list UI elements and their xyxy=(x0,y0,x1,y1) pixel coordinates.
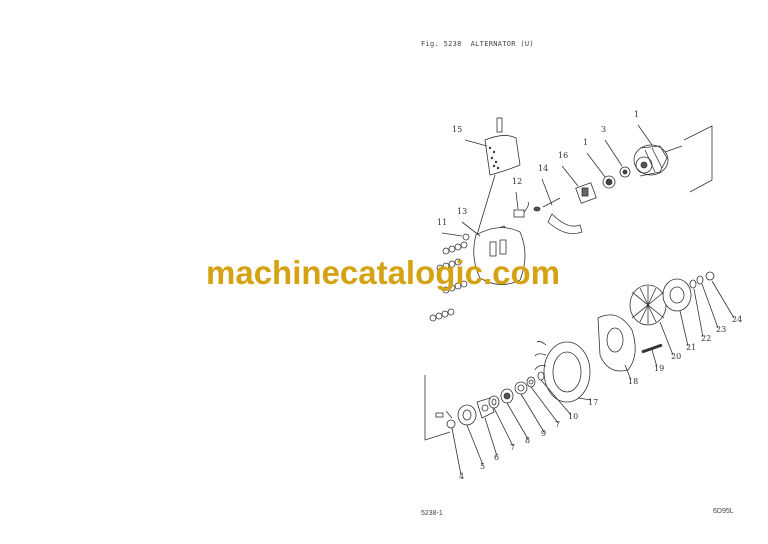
figure-title: Fig. 5238 ALTERNATOR (U) xyxy=(421,40,534,48)
model-code: 6D95L xyxy=(713,508,734,515)
callout-label: 6 xyxy=(494,453,500,462)
callout-label: 24 xyxy=(732,315,743,324)
bracket-line xyxy=(683,125,713,193)
callout-label: 21 xyxy=(686,343,697,352)
watermark-text: machinecatalogic.com xyxy=(206,254,560,291)
callout-label: 13 xyxy=(457,207,468,216)
callout-label: 4 xyxy=(459,472,465,481)
callout-label: 10 xyxy=(568,412,579,421)
callout-label: 22 xyxy=(701,334,712,343)
callout-label: 19 xyxy=(654,364,665,373)
page-code: 5238-1 xyxy=(421,510,443,517)
callout-label: 7 xyxy=(555,420,561,429)
callout-label: 17 xyxy=(588,398,599,407)
rotor-part xyxy=(633,144,683,177)
callout-label: 1 xyxy=(634,110,640,119)
callout-label: 20 xyxy=(671,352,682,361)
stator-part xyxy=(534,341,591,403)
callout-label: 8 xyxy=(525,436,531,445)
callout-label: 18 xyxy=(628,377,639,386)
callout-label: 9 xyxy=(541,429,547,438)
callout-label: 1 xyxy=(583,138,589,147)
callout-label: 14 xyxy=(538,164,549,173)
fan-part xyxy=(629,284,667,326)
callout-label: 7 xyxy=(510,443,516,452)
callout-label: 15 xyxy=(452,125,463,134)
callout-label: 3 xyxy=(601,125,607,134)
callout-label: 11 xyxy=(437,218,448,227)
callout-label: 23 xyxy=(716,325,727,334)
callout-label: 5 xyxy=(480,462,486,471)
callout-label: 16 xyxy=(558,151,569,160)
callout-label: 12 xyxy=(512,177,523,186)
